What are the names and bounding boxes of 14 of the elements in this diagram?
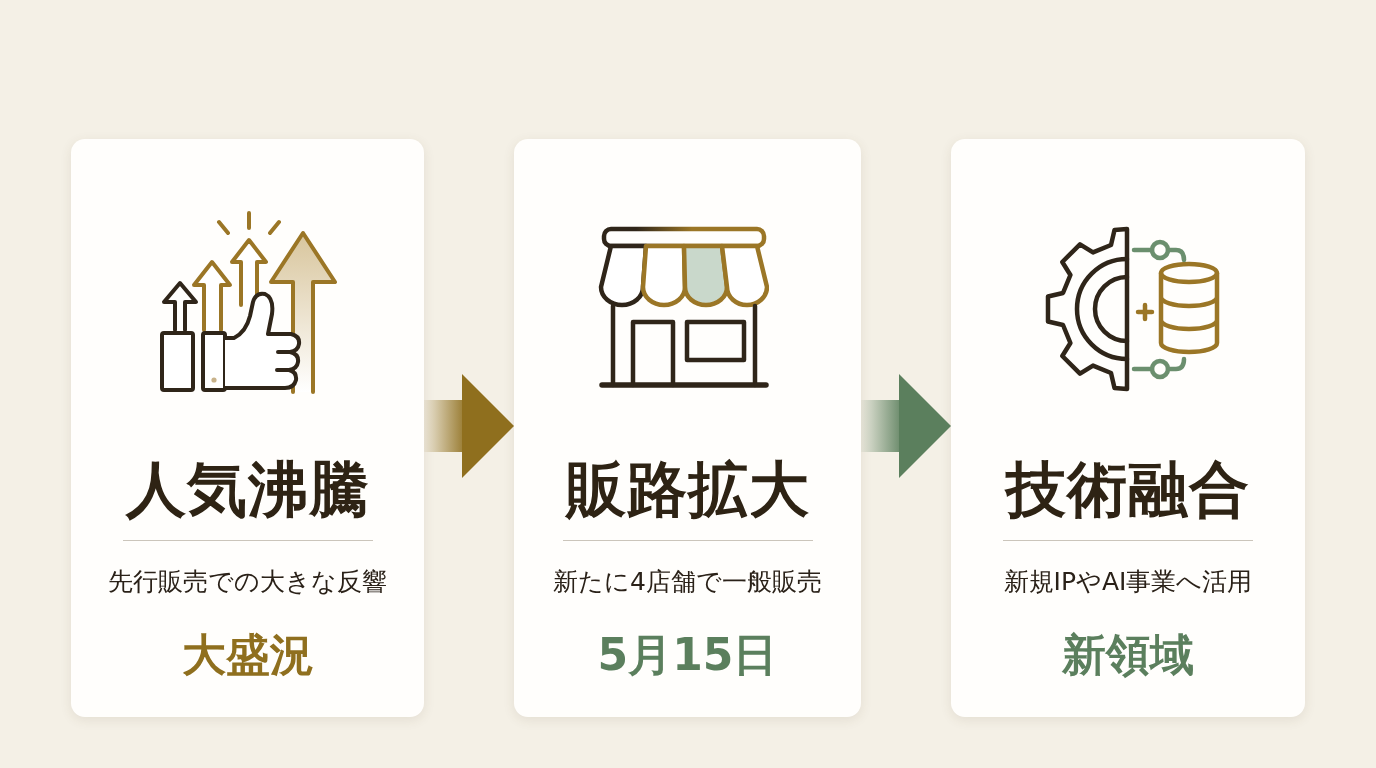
arrow: [861, 374, 951, 478]
step-card: [951, 139, 1305, 717]
step-title: 人気沸騰: [125, 455, 370, 524]
highlight-text: 5月15日: [597, 630, 778, 681]
step-title: 技術融合: [1006, 455, 1250, 524]
step-card: [514, 139, 861, 717]
description-text: 先行販売での大きな反響: [108, 568, 387, 597]
arrow: [424, 374, 514, 478]
step-card: [71, 139, 424, 717]
description-text: 新規IPやAI事業へ活用: [1003, 568, 1253, 597]
description-text: 新たに4店舗で一般販売: [553, 568, 822, 597]
step-title: 販路拡大: [565, 455, 810, 524]
highlight-text: 大盛況: [181, 630, 314, 681]
highlight-text: 新領域: [1062, 630, 1194, 681]
